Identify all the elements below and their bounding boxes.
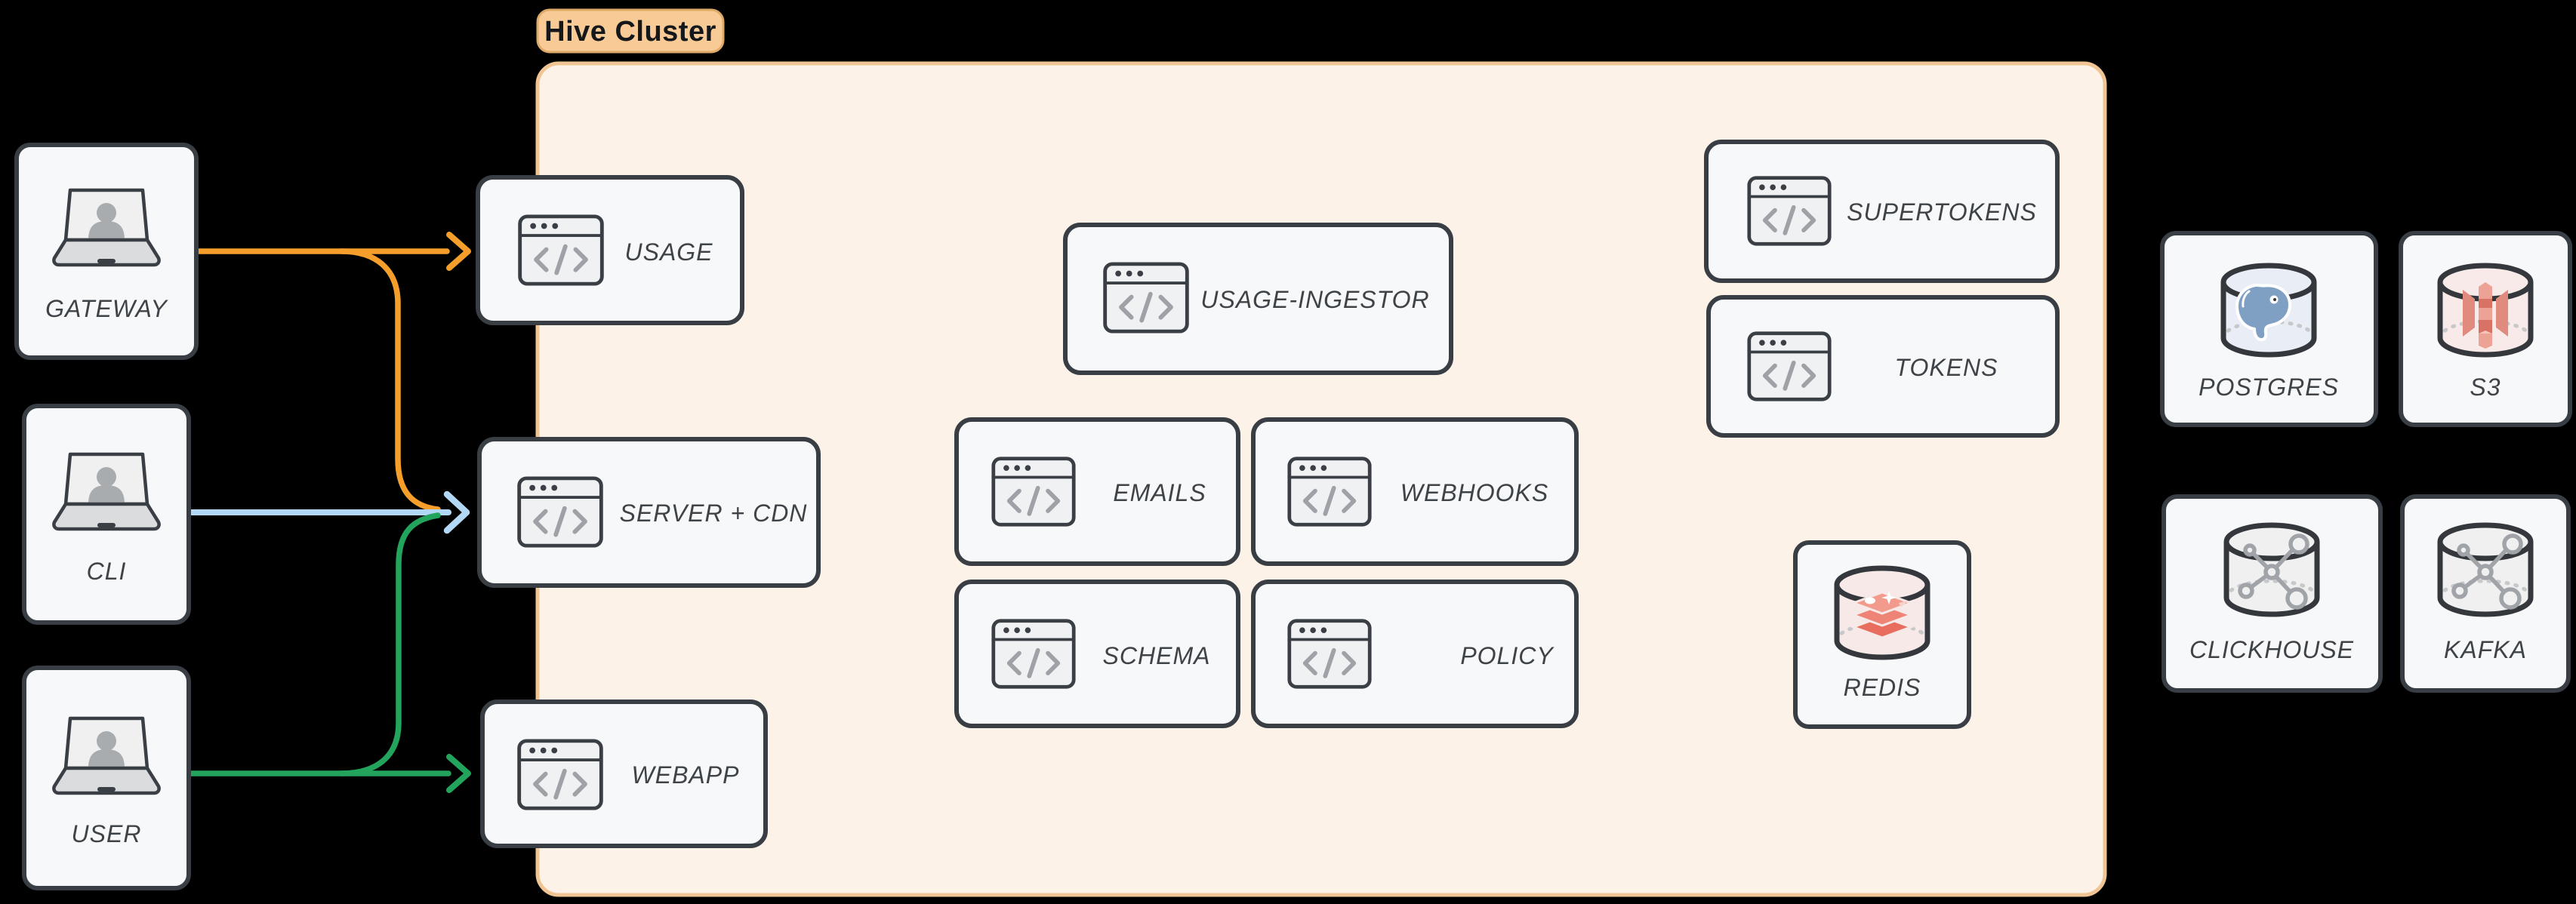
hive-cluster-label: Hive Cluster [536,8,725,54]
postgres-label: POSTGRES [2199,374,2339,401]
code-window-icon [1105,264,1188,331]
postgres-cylinder-icon [2223,266,2314,355]
actor-gateway: GATEWAY [14,143,199,360]
code-window-icon [520,217,602,284]
policy-label: POLICY [1460,642,1555,669]
code-window-icon [1290,621,1370,687]
service-policy: POLICY [1251,580,1579,728]
network-cylinder-icon [2440,525,2531,614]
usage-ingestor-label: USAGE-INGESTOR [1200,286,1429,313]
laptop-user-icon [54,190,159,265]
code-window-icon [994,621,1074,687]
service-emails: EMAILS [954,417,1240,566]
usage-label: USAGE [624,238,713,266]
arrowhead-usage [446,232,471,271]
usage-box [476,175,744,325]
s3-label: S3 [2470,374,2501,401]
service-schema: SCHEMA [954,580,1240,728]
emails-label: EMAILS [1113,479,1206,506]
server-cdn-box [477,437,821,588]
arrowhead-server-cdn [443,490,470,534]
redis-cylinder-icon [1837,568,1927,657]
user-label: USER [72,820,142,847]
edges [187,232,471,793]
datastore-clickhouse: CLICKHOUSE [2162,494,2383,693]
laptop-user-icon [54,718,159,793]
service-supertokens: SUPERTOKENS [1704,140,2060,283]
schema-box [954,580,1240,728]
laptop-user-icon [54,454,159,529]
actor-user: USER [22,666,191,890]
server-cdn-label: SERVER + CDN [620,500,808,527]
arrowhead-webapp [446,754,471,793]
actor-cli: CLI [22,404,191,625]
gateway-label: GATEWAY [45,295,168,322]
webhooks-box [1251,417,1579,566]
webapp-label: WEBAPP [632,761,740,789]
datastore-redis: REDIS [1793,540,1971,729]
datastore-kafka: KAFKA [2400,494,2571,693]
redis-label: REDIS [1844,674,1921,701]
edge-gateway-server-cdn [338,248,441,512]
emails-box [954,417,1240,566]
service-webhooks: WEBHOOKS [1251,417,1579,566]
supertokens-label: SUPERTOKENS [1847,198,2037,226]
code-window-icon [1749,178,1829,244]
hive-cluster-label-pill [536,8,725,54]
code-window-icon [1290,459,1370,524]
s3-cylinder-icon [2440,266,2531,355]
webhooks-label: WEBHOOKS [1400,479,1548,506]
kafka-label: KAFKA [2444,636,2527,663]
code-window-icon [519,741,602,808]
code-window-icon [1749,334,1829,399]
network-cylinder-icon [2226,525,2317,614]
service-webapp: WEBAPP [480,700,768,848]
clickhouse-label: CLICKHOUSE [2189,636,2354,663]
code-window-icon [519,478,602,546]
service-usage: USAGE [476,175,744,325]
datastore-s3: S3 [2399,231,2572,427]
policy-box [1251,580,1579,728]
service-tokens: TOKENS [1706,295,2060,438]
cli-label: CLI [87,558,127,585]
service-server-cdn: SERVER + CDN [477,437,821,588]
hive-cluster-label-text: Hive Cluster [544,16,716,48]
schema-label: SCHEMA [1103,642,1211,669]
edge-user-server-cdn [338,512,441,776]
service-usage-ingestor: USAGE-INGESTOR [1063,223,1453,375]
datastore-postgres: POSTGRES [2160,231,2378,427]
tokens-label: TOKENS [1895,354,1998,381]
usage-ingestor-box [1063,223,1453,375]
code-window-icon [994,459,1074,524]
